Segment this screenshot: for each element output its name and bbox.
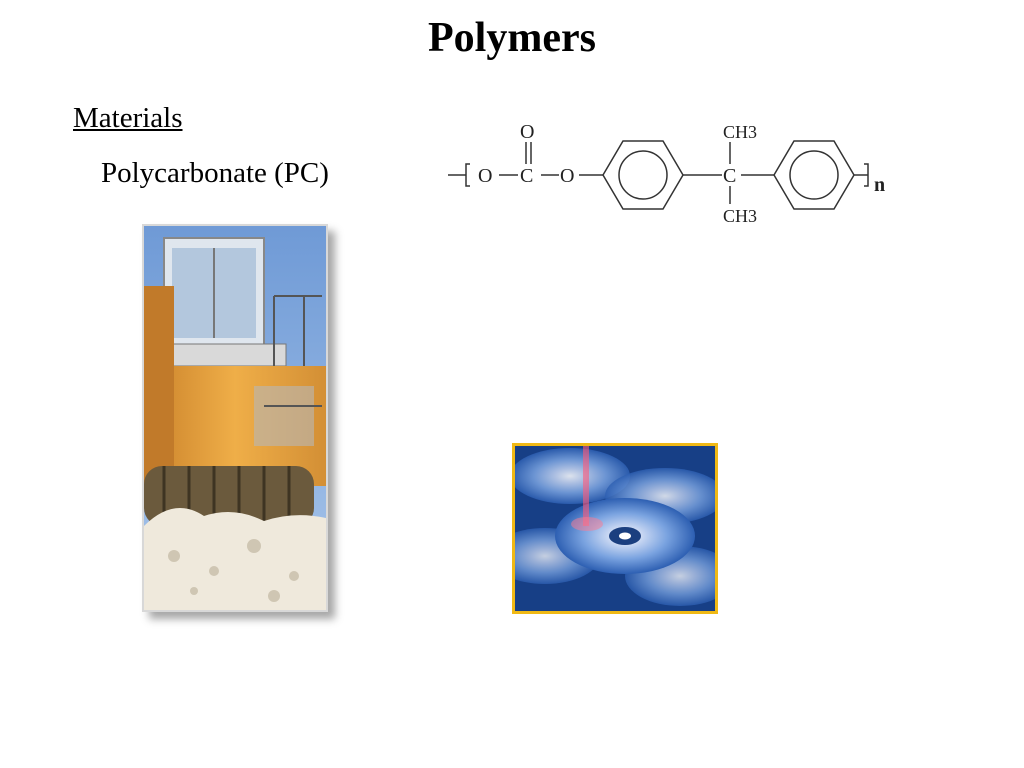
material-name: Polycarbonate (PC): [101, 157, 329, 189]
formula-carbonyl-carbon: C: [520, 165, 533, 187]
formula-methyl-top: CH3: [723, 122, 757, 142]
formula-quaternary-carbon: C: [723, 165, 736, 187]
slide-title: Polymers: [428, 15, 596, 61]
section-heading: Materials: [73, 102, 183, 134]
formula-repeat-subscript: n: [874, 174, 885, 196]
polycarbonate-structural-formula: O C O O C CH3 CH3 n: [448, 121, 885, 226]
formula-ester-oxygen-left: O: [478, 165, 492, 187]
formula-carbonyl-oxygen: O: [520, 121, 534, 143]
formula-ester-oxygen-right: O: [560, 165, 574, 187]
excavator-photo: [142, 224, 328, 612]
formula-methyl-bottom: CH3: [723, 206, 757, 226]
compact-discs-photo: [512, 443, 718, 614]
